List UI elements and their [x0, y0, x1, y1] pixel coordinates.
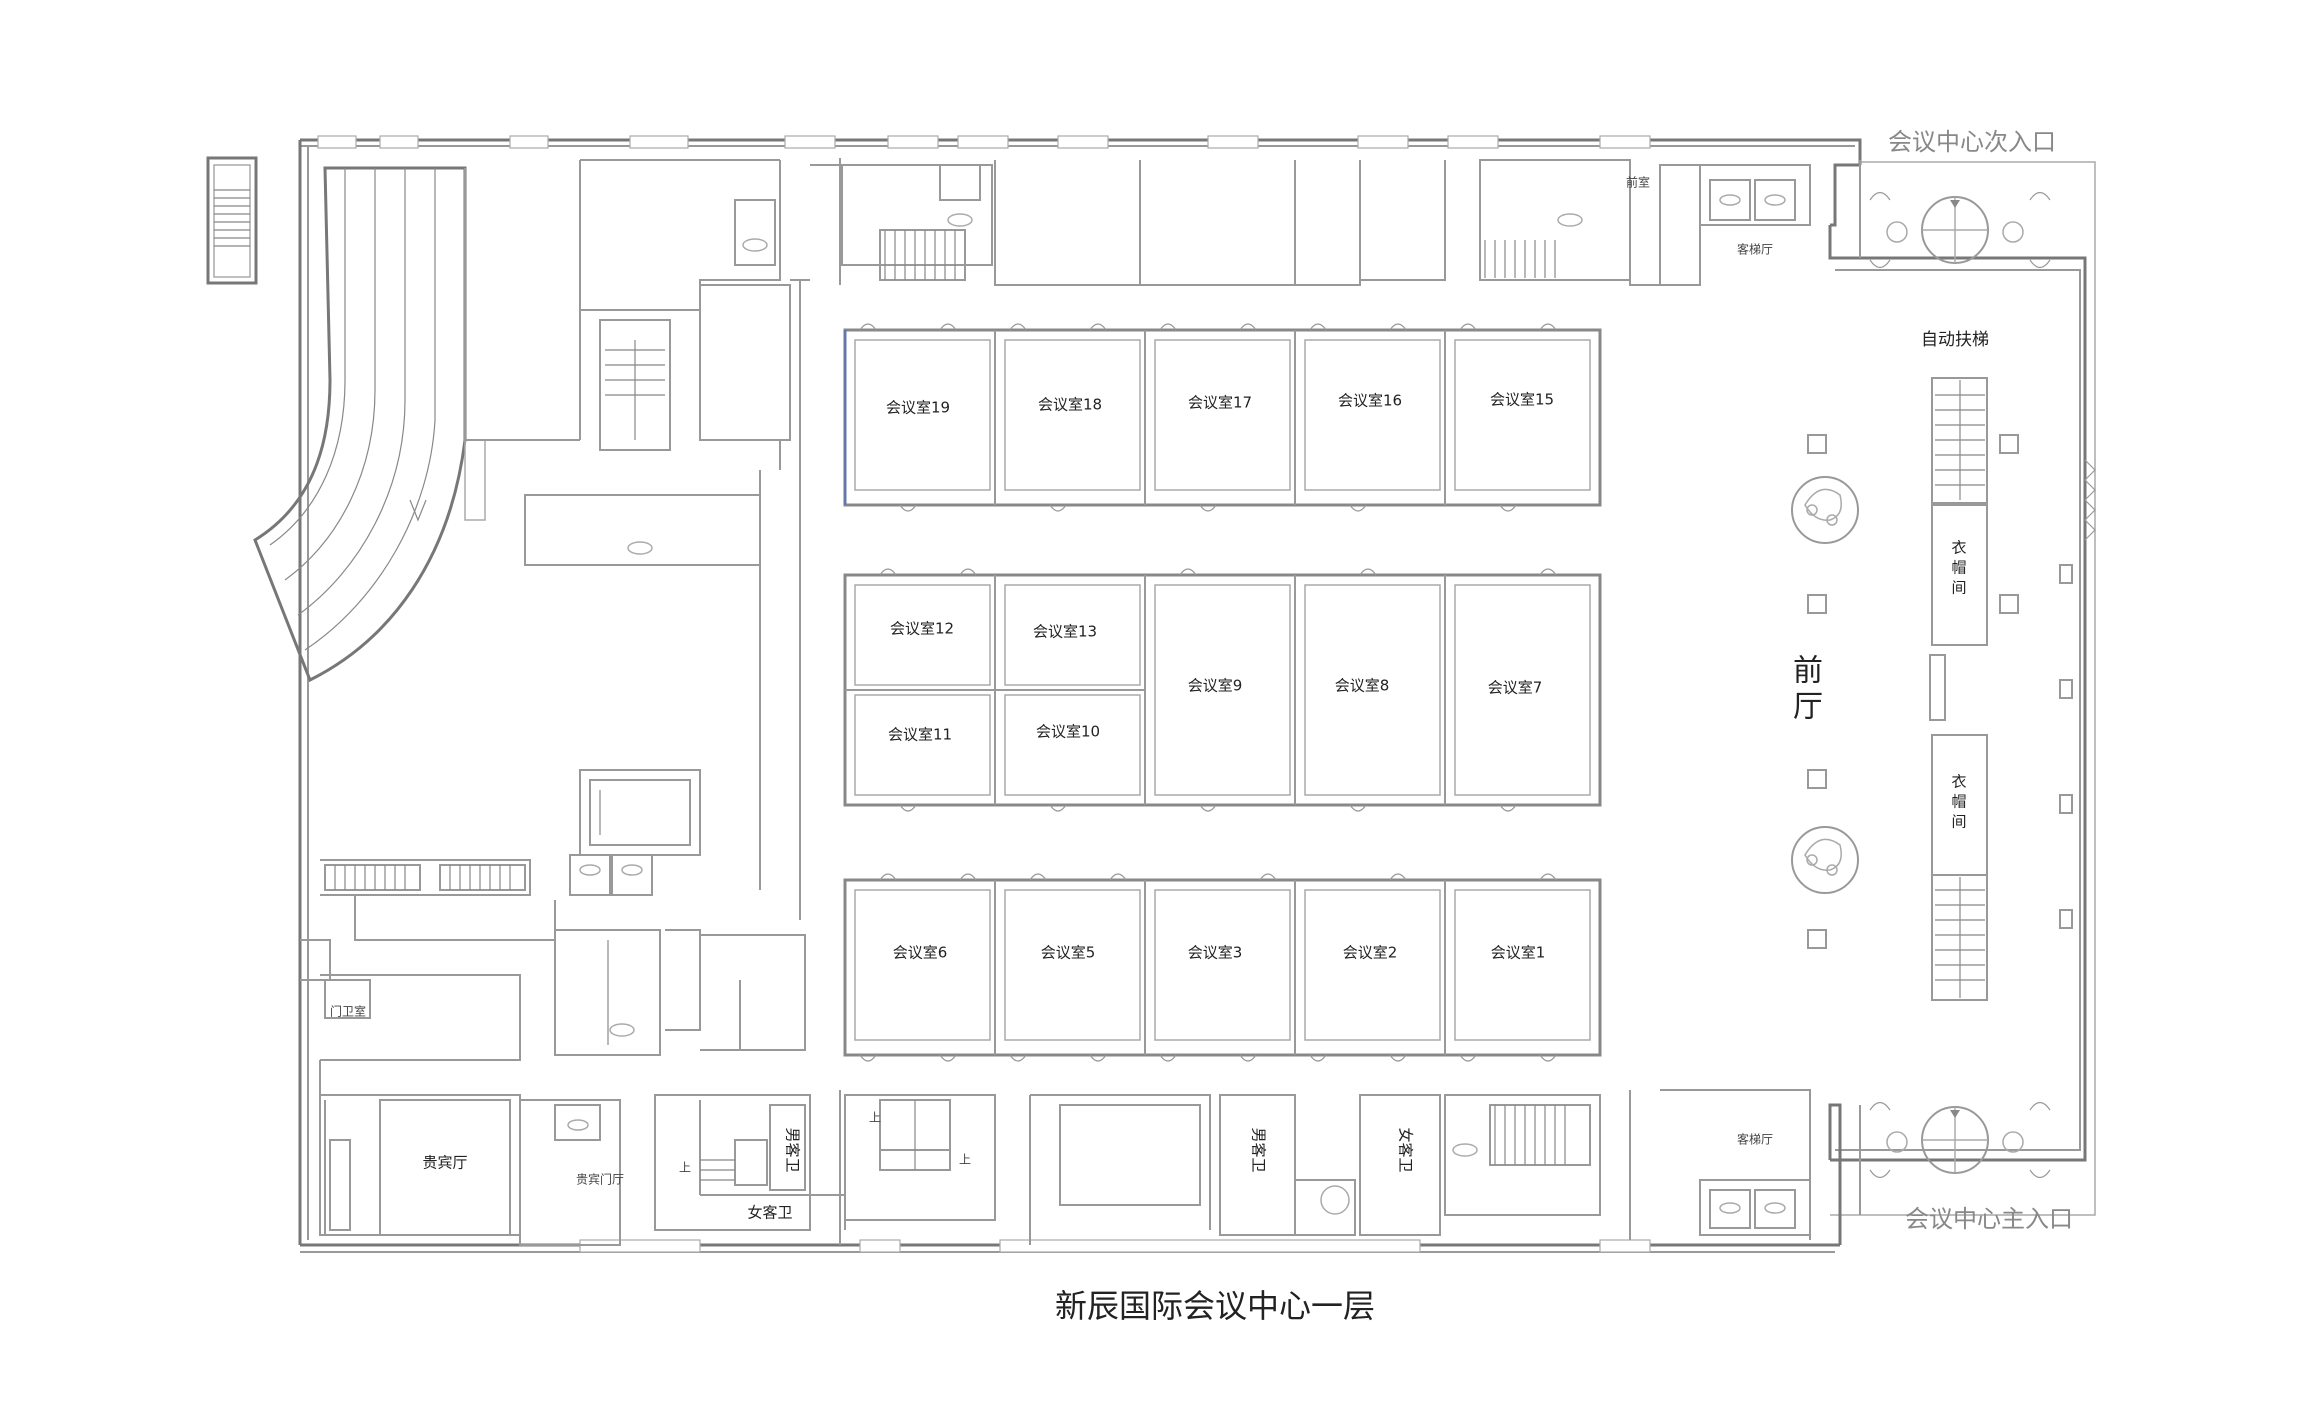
cloakroom-b-char-1: 衣: [1951, 773, 1966, 791]
meeting-room-11: 会议室11: [888, 726, 952, 744]
meeting-room-16: 会议室16: [1338, 392, 1402, 410]
meeting-room-10: 会议室10: [1036, 723, 1100, 741]
left-core-structure: [300, 159, 846, 1246]
curved-ramp: [253, 166, 580, 683]
cloakroom-a-char-1: 衣: [1951, 539, 1966, 557]
top-utility-rooms: [810, 158, 1811, 286]
vip-hall-label: 贵宾厅: [422, 1154, 467, 1172]
meeting-room-12: 会议室12: [890, 620, 954, 638]
meeting-room-1: 会议室1: [1491, 944, 1546, 962]
meeting-room-19: 会议室19: [886, 399, 950, 417]
main-entrance-label: 会议中心主入口: [1905, 1205, 2073, 1233]
meeting-room-17: 会议室17: [1188, 394, 1252, 412]
meeting-room-15: 会议室15: [1490, 391, 1554, 409]
cloakroom-a-char-2: 帽: [1951, 559, 1966, 577]
womens-restroom-right: 女客卫: [1397, 1127, 1415, 1172]
cloakroom-a-char-3: 间: [1951, 579, 1966, 597]
meeting-row-3: [843, 878, 1602, 1057]
escalator-label: 自动扶梯: [1921, 330, 1989, 350]
meeting-room-9: 会议室9: [1188, 677, 1243, 695]
up-marker-2: 上: [869, 1111, 881, 1125]
meeting-room-3: 会议室3: [1188, 944, 1243, 962]
mens-restroom-right: 男客卫: [1250, 1127, 1268, 1172]
secondary-entrance-label: 会议中心次入口: [1888, 128, 2056, 156]
meeting-doors: [859, 323, 1557, 1062]
meeting-room-5: 会议室5: [1041, 944, 1096, 962]
guest-elevator-hall-top: 客梯厅: [1737, 242, 1773, 257]
meeting-row-2: [843, 573, 1602, 807]
meeting-room-2: 会议室2: [1343, 944, 1398, 962]
mens-restroom-left: 男客卫: [784, 1127, 802, 1172]
labels: 会议中心次入口 会议中心主入口 自动扶梯 衣 帽 间 衣 帽 间 前 厅 会议室…: [330, 128, 2073, 1325]
vip-entrance-hall-label: 贵宾门厅: [576, 1172, 624, 1187]
meeting-room-7: 会议室7: [1488, 679, 1543, 697]
meeting-room-8: 会议室8: [1335, 677, 1390, 695]
up-marker-1: 上: [679, 1161, 691, 1175]
meeting-room-13: 会议室13: [1033, 623, 1097, 641]
meeting-room-6: 会议室6: [893, 944, 948, 962]
top-windows: [317, 135, 1651, 149]
floor-title: 新辰国际会议中心一层: [1055, 1287, 1375, 1325]
lobby-label-top: 前: [1793, 654, 1823, 689]
meeting-row-1: [843, 328, 1602, 507]
cloakroom-b-char-3: 间: [1951, 813, 1966, 831]
secondary-entrance-door: [1859, 160, 2051, 269]
lobby-features: [1791, 377, 2096, 1001]
meeting-room-18: 会议室18: [1038, 396, 1102, 414]
guest-elevator-hall-bottom: 客梯厅: [1737, 1132, 1773, 1147]
cloakroom-b-char-2: 帽: [1951, 793, 1966, 811]
womens-restroom-left: 女客卫: [747, 1204, 792, 1222]
up-marker-3: 上: [959, 1153, 971, 1167]
exterior-stair-box: [206, 156, 258, 285]
main-entrance-door: [1859, 1101, 2051, 1215]
lobby-label-bottom: 厅: [1793, 690, 1823, 725]
guard-room-label: 门卫室: [330, 1004, 366, 1019]
bottom-utility-rooms: [839, 1089, 1811, 1245]
front-room-label: 前室: [1626, 175, 1650, 190]
